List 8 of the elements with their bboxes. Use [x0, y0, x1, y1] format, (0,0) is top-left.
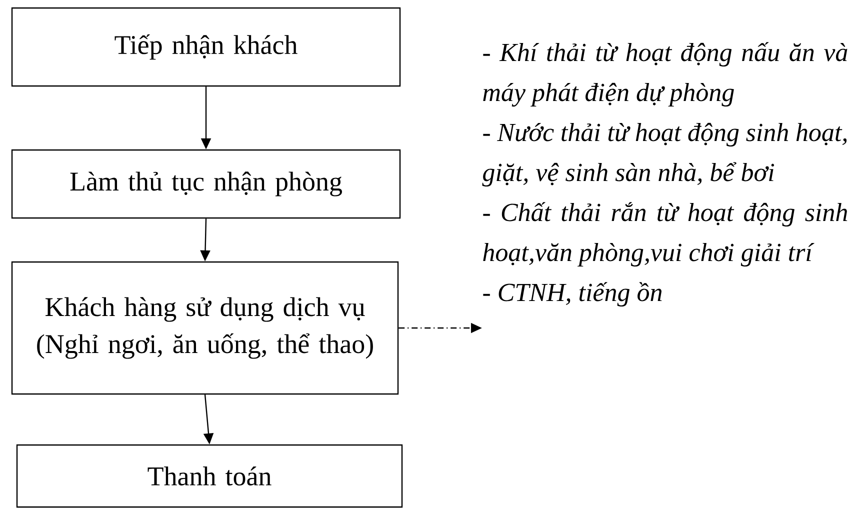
process-box: Tiếp nhận khách — [11, 7, 401, 87]
process-box: Khách hàng sử dụng dịch vụ (Nghỉ ngơi, ăn uống, thể thao) — [11, 261, 399, 395]
list-item: - Chất thải rắn từ hoạt động sinh hoạt,văn phòng,vui chơi giải trí — [483, 202, 848, 267]
list-item: - Nước thải từ hoạt động sinh hoạt, giặt, vệ sinh sàn nhà, bể bơi — [482, 122, 847, 187]
process-box: Làm thủ tục nhận phòng — [11, 149, 401, 219]
list-item: - Khí thải từ hoạt động nấu ăn và máy phát điện dự phòng — [483, 42, 848, 107]
list-item: - CTNH, tiếng ồn — [483, 282, 662, 307]
process-box: Thanh toán — [16, 444, 403, 508]
